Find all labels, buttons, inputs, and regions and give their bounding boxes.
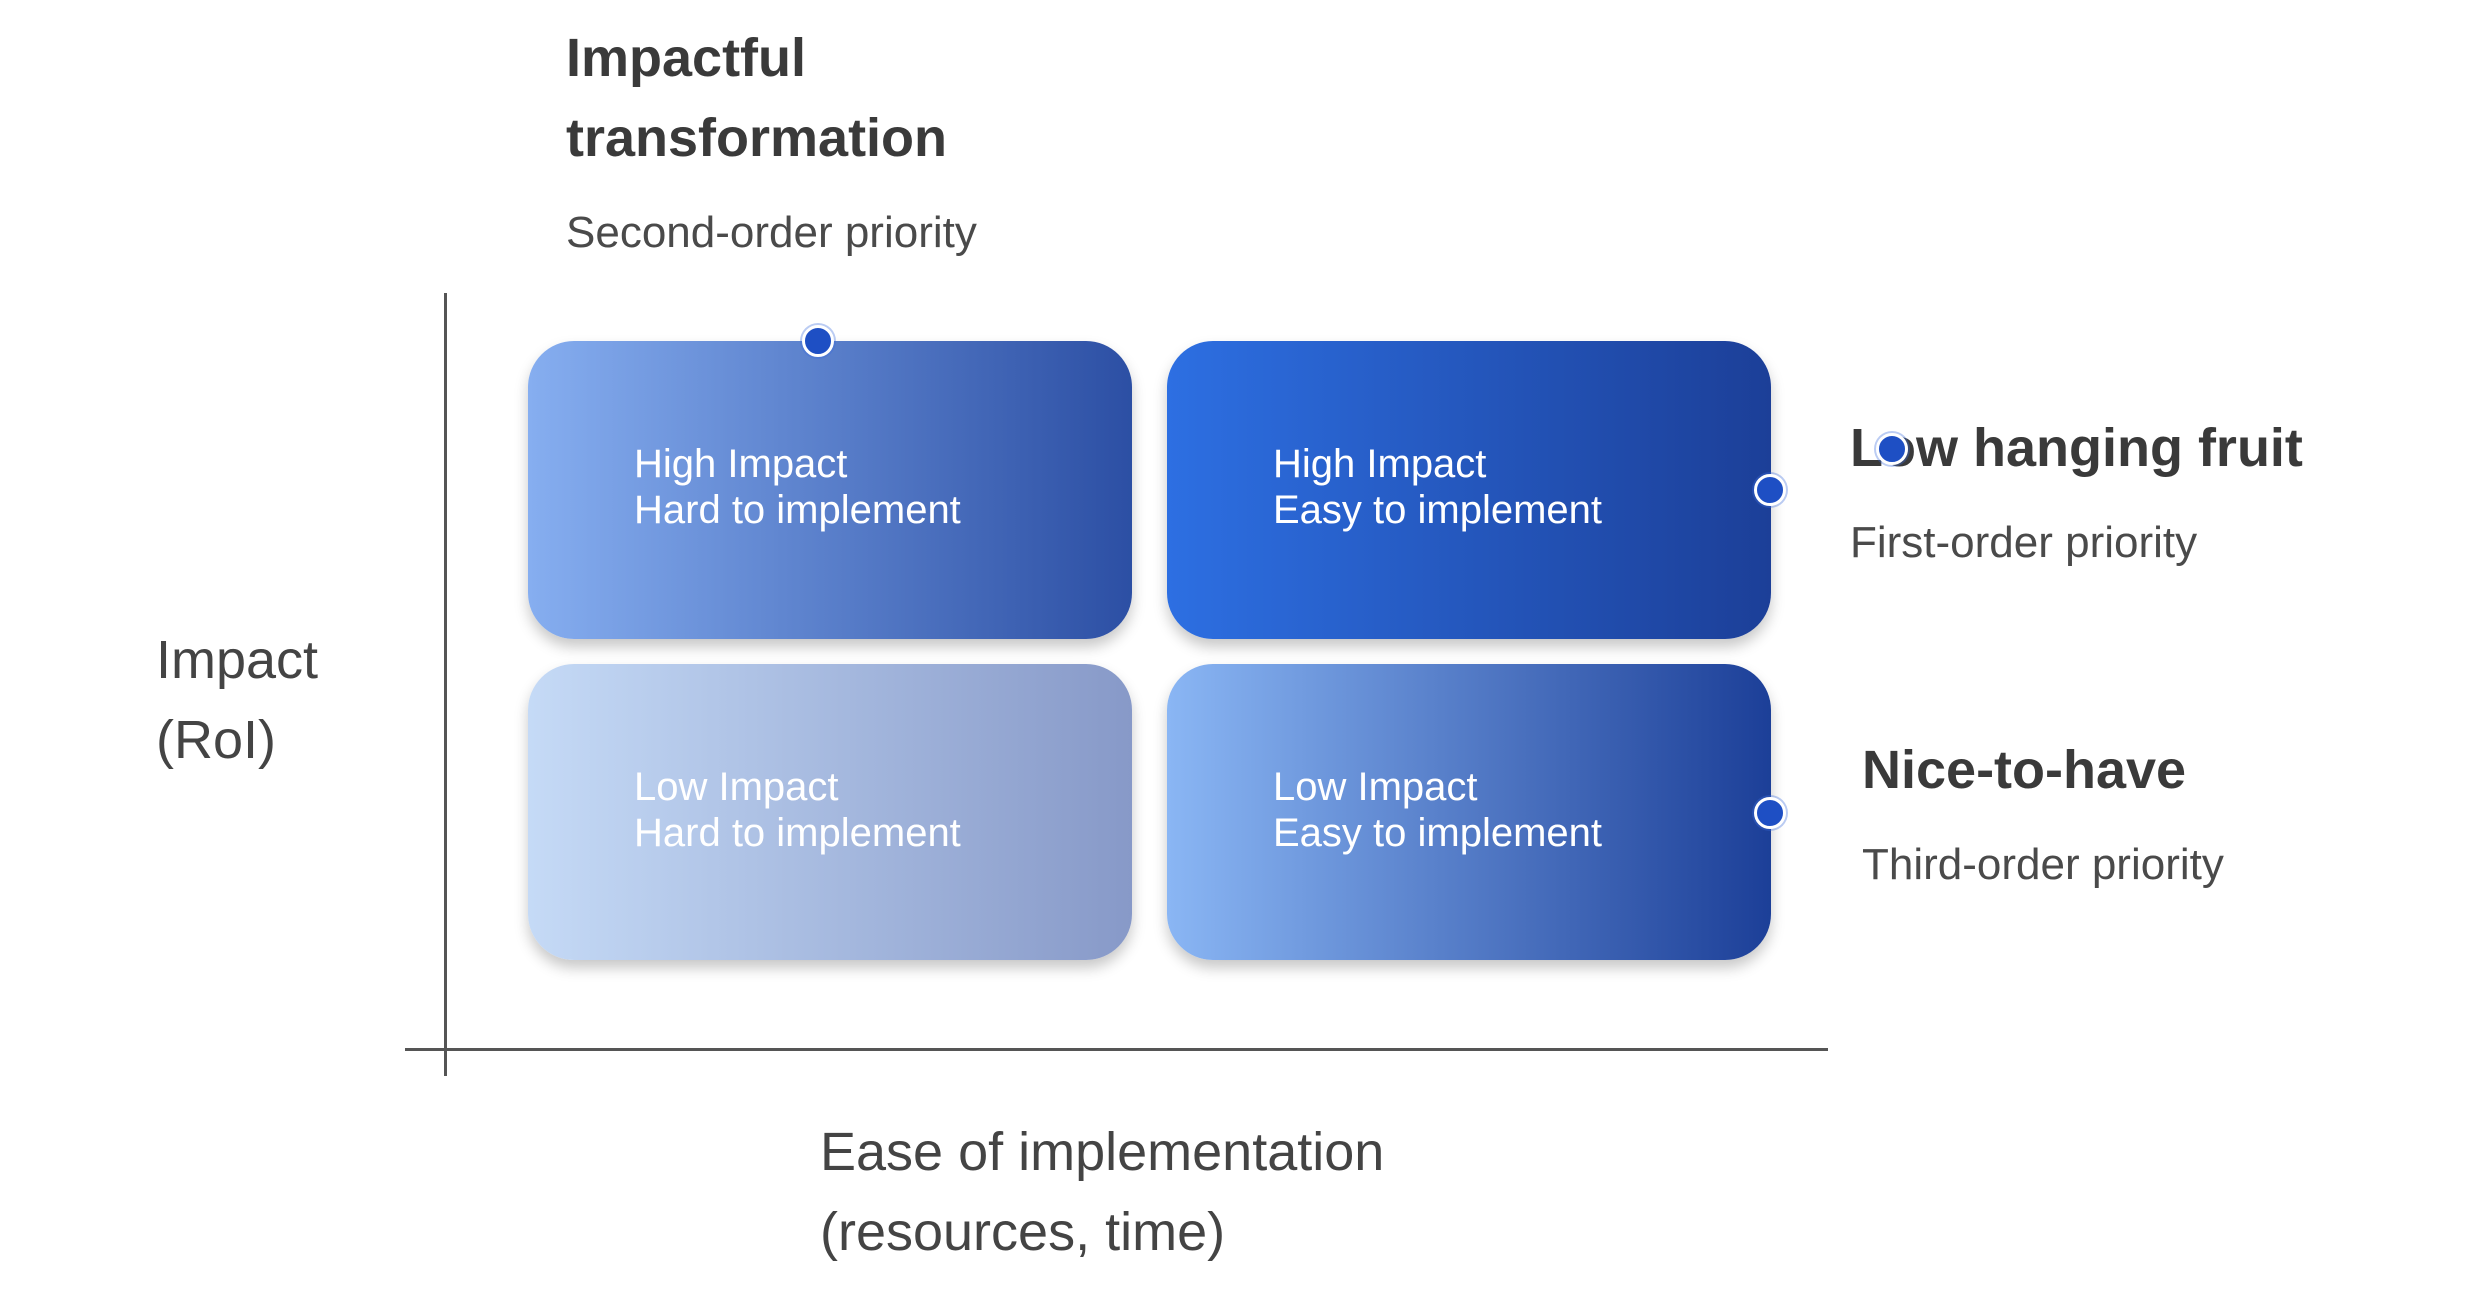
- connector-dot-bottom-right[interactable]: [1754, 797, 1786, 829]
- x-axis-label: Ease of implementation (resources, time): [820, 1112, 1384, 1272]
- x-axis-label-line-2: (resources, time): [820, 1202, 1226, 1262]
- connector-dot-heading[interactable]: [1876, 433, 1908, 465]
- heading-line-2: transformation: [566, 108, 948, 168]
- box-low-impact-easy: Low Impact Easy to implement: [1167, 664, 1771, 960]
- box-line-2: Hard to implement: [634, 811, 961, 855]
- second-order-priority-label: Second-order priority: [566, 208, 977, 257]
- low-hanging-fruit-heading: Low hanging fruit: [1850, 418, 2303, 478]
- connector-dot-top-left[interactable]: [802, 325, 834, 357]
- box-line-1: High Impact: [634, 442, 848, 486]
- y-axis-line: [444, 293, 447, 1076]
- box-line-1: High Impact: [1273, 442, 1487, 486]
- nice-to-have-heading: Nice-to-have: [1862, 740, 2187, 800]
- box-line-2: Easy to implement: [1273, 811, 1603, 855]
- box-high-impact-easy: High Impact Easy to implement: [1167, 341, 1771, 639]
- y-axis-label-line-1: Impact: [156, 630, 319, 690]
- x-axis-label-line-1: Ease of implementation: [820, 1122, 1385, 1182]
- box-low-impact-hard: Low Impact Hard to implement: [528, 664, 1132, 960]
- y-axis-label: Impact (RoI): [156, 620, 318, 780]
- connector-dot-top-right[interactable]: [1754, 474, 1786, 506]
- box-line-1: Low Impact: [1273, 765, 1478, 809]
- x-axis-line: [405, 1048, 1828, 1051]
- box-line-2: Easy to implement: [1273, 488, 1603, 532]
- impactful-transformation-heading: Impactful transformation: [566, 18, 947, 178]
- third-order-priority-label: Third-order priority: [1862, 840, 2224, 889]
- y-axis-label-line-2: (RoI): [156, 710, 276, 770]
- heading-line-1: Impactful: [566, 28, 807, 88]
- box-line-2: Hard to implement: [634, 488, 961, 532]
- box-line-1: Low Impact: [634, 765, 839, 809]
- first-order-priority-label: First-order priority: [1850, 518, 2198, 567]
- box-high-impact-hard: High Impact Hard to implement: [528, 341, 1132, 639]
